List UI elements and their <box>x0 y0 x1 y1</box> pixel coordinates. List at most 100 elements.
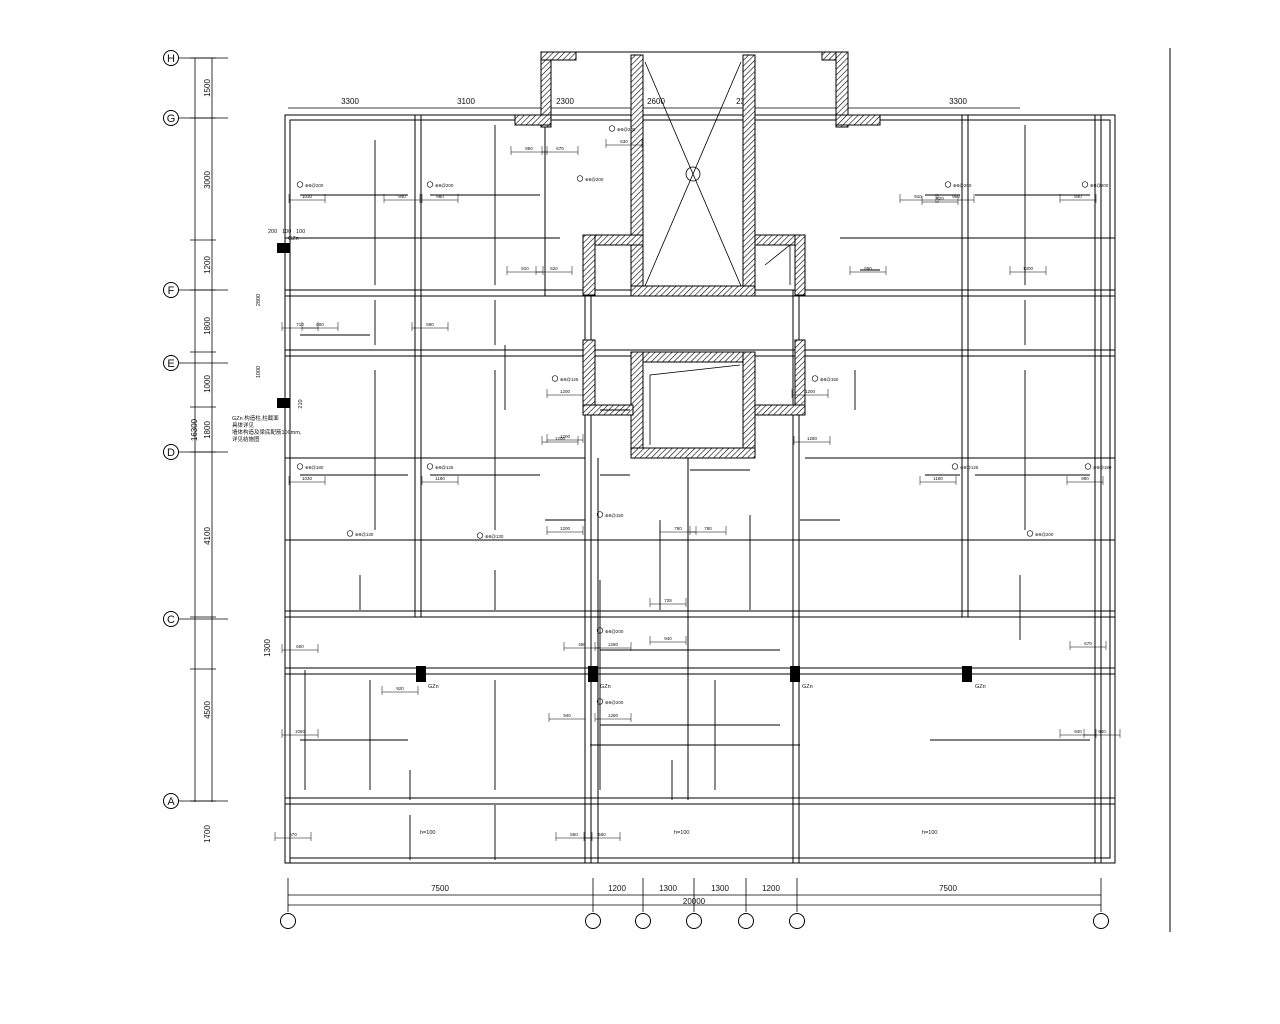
left-dim-label: 1800 <box>203 421 212 439</box>
dim-annotation: 940 <box>1059 194 1097 203</box>
svg-text:⊕8@200: ⊕8@200 <box>1035 532 1054 537</box>
dim-annotation: 590 <box>411 322 449 331</box>
svg-text:1200: 1200 <box>560 389 571 394</box>
side-dim: 210 <box>298 399 304 408</box>
svg-text:600: 600 <box>296 644 304 649</box>
dim-annotation: 950 <box>937 194 975 203</box>
rebar-label: ⊕8@180 <box>296 463 324 470</box>
svg-text:GZn 构造柱,柱截面: GZn 构造柱,柱截面 <box>232 414 279 422</box>
dim-annotation: 728 <box>649 598 687 607</box>
grid-row-bubble: H <box>163 50 228 66</box>
rebar-annotations: ⊕8@200 ⊕8@200 ⊕8@200 ⊕8@200 ⊕8@200 ⊕8@200 ⊕8@1… <box>296 125 1112 705</box>
dim-annotation: 600 <box>281 644 319 653</box>
svg-text:1300: 1300 <box>1023 266 1034 271</box>
svg-text:450: 450 <box>578 642 586 647</box>
svg-text:1180: 1180 <box>933 476 943 481</box>
svg-text:⊕8@150: ⊕8@150 <box>605 513 624 518</box>
svg-text:780: 780 <box>704 526 712 531</box>
dim-annotation: 940 <box>649 636 687 645</box>
svg-text:⊕8@125: ⊕8@125 <box>960 465 979 470</box>
dim-annotation: 1200 <box>541 436 579 445</box>
dim-annotation: 670 <box>1069 641 1107 650</box>
svg-text:1200: 1200 <box>555 436 566 441</box>
left-dim-label: 1200 <box>203 256 212 274</box>
top-dim-label: 3300 <box>949 97 967 106</box>
left-dim-label: 4100 <box>203 527 212 545</box>
dim-annotation: 1050 <box>281 729 319 738</box>
dim-annotation: 520 <box>535 266 573 275</box>
svg-text:1200: 1200 <box>560 434 571 439</box>
left-dim-label: 4500 <box>203 701 212 719</box>
dim-annotation: 940 <box>548 713 586 722</box>
left-dim-label: 1700 <box>203 825 212 843</box>
svg-text:560: 560 <box>598 832 606 837</box>
dim-annotation: 1200 <box>546 389 584 398</box>
left-dimension-chain: 1500 3000 1200 1800 1000 1800 4100 1300 … <box>190 57 272 843</box>
svg-text:670: 670 <box>289 832 297 837</box>
svg-text:940: 940 <box>1074 194 1082 199</box>
svg-text:860: 860 <box>525 146 533 151</box>
grid-row-label: G <box>167 113 176 125</box>
left-dim-label: 1500 <box>203 79 212 97</box>
offset-dim: 100 <box>296 229 305 235</box>
dim-annotation: 780 <box>659 526 697 535</box>
left-dim-label: 1800 <box>203 317 212 335</box>
dim-annotation: 1030 <box>288 476 326 485</box>
svg-text:⊕8@125: ⊕8@125 <box>560 377 579 382</box>
column-tag: GZn <box>600 684 611 690</box>
svg-text:728: 728 <box>664 598 672 603</box>
bottom-dimension-chain: 7500 1200 1300 1300 1200 7500 20000 <box>287 878 1102 912</box>
svg-text:⊕8@180: ⊕8@180 <box>1093 465 1112 470</box>
floor-structure <box>284 51 1116 864</box>
bottom-dim-label: 1200 <box>762 884 780 893</box>
grid-col-bubble <box>738 913 754 929</box>
rebar-label: ⊕8@200 <box>426 181 454 188</box>
column-tag: GZn <box>802 684 813 690</box>
dim-annotation: 980 <box>421 194 459 203</box>
rebar-label: ⊕8@200 <box>1026 530 1054 537</box>
reinforcement-lines <box>300 125 1090 860</box>
svg-text:670: 670 <box>1084 641 1092 646</box>
svg-text:1200: 1200 <box>805 389 816 394</box>
dim-annotation: 940 <box>383 194 421 203</box>
side-dim: 1000 <box>256 366 262 378</box>
slab-thickness: h=100 <box>674 830 689 836</box>
rebar-label: ⊕8@180 <box>1084 463 1112 470</box>
svg-text:560: 560 <box>570 832 578 837</box>
grid-col-bubble <box>686 913 702 929</box>
rebar-label: ⊕8@130 <box>346 530 374 537</box>
top-dim-label: 3300 <box>341 97 359 106</box>
rebar-label: ⊕8@200 <box>576 175 604 182</box>
left-dim-label: 1000 <box>203 375 212 393</box>
rebar-label: ⊕8@200 <box>296 181 324 188</box>
svg-text:940: 940 <box>563 713 571 718</box>
column-tag: GZn <box>288 236 299 242</box>
column-tag: GZn <box>428 684 439 690</box>
svg-text:520: 520 <box>550 266 558 271</box>
grid-row-bubble: G <box>163 110 228 126</box>
svg-text:⊕8@200: ⊕8@200 <box>953 183 972 188</box>
dim-annotation: 860 <box>510 146 548 155</box>
svg-text:⊕8@200: ⊕8@200 <box>1090 183 1109 188</box>
rebar-label: ⊕8@200 <box>608 125 636 132</box>
offset-dim: 100 <box>282 229 291 235</box>
svg-text:590: 590 <box>864 266 872 271</box>
dim-annotation: 710 <box>281 322 319 331</box>
svg-text:950: 950 <box>952 194 960 199</box>
svg-text:940: 940 <box>1074 729 1082 734</box>
svg-text:940: 940 <box>398 194 406 199</box>
svg-text:820: 820 <box>936 196 944 201</box>
dim-annotation: 910 <box>506 266 544 275</box>
dim-annotation: 1280 <box>594 713 632 722</box>
svg-text:具体详见: 具体详见 <box>232 421 255 429</box>
grid-row-label: C <box>167 614 175 626</box>
dim-annotation: 670 <box>541 146 579 155</box>
slab-thickness: h=100 <box>420 830 435 836</box>
svg-text:1280: 1280 <box>807 436 818 441</box>
top-dim-label: 3100 <box>457 97 475 106</box>
svg-text:⊕8@200: ⊕8@200 <box>605 700 624 705</box>
dim-annotation: 1180 <box>919 476 957 485</box>
grid-row-label: F <box>168 285 175 297</box>
rebar-label: ⊕8@130 <box>476 532 504 539</box>
